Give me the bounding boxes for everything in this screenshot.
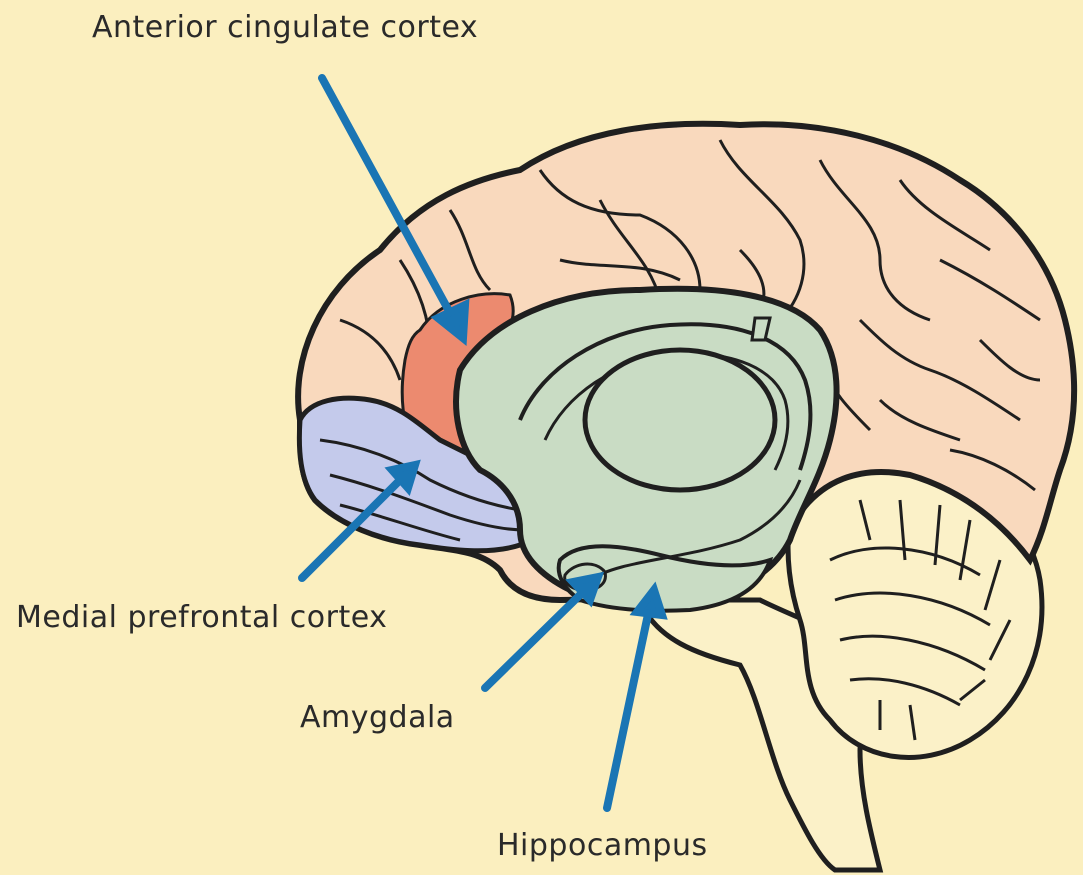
label-amygdala: Amygdala [300, 700, 455, 735]
label-anterior-cingulate-cortex: Anterior cingulate cortex [92, 10, 478, 45]
label-hippocampus: Hippocampus [497, 828, 708, 863]
label-medial-prefrontal-cortex: Medial prefrontal cortex [16, 600, 387, 635]
thalamus [585, 350, 775, 490]
